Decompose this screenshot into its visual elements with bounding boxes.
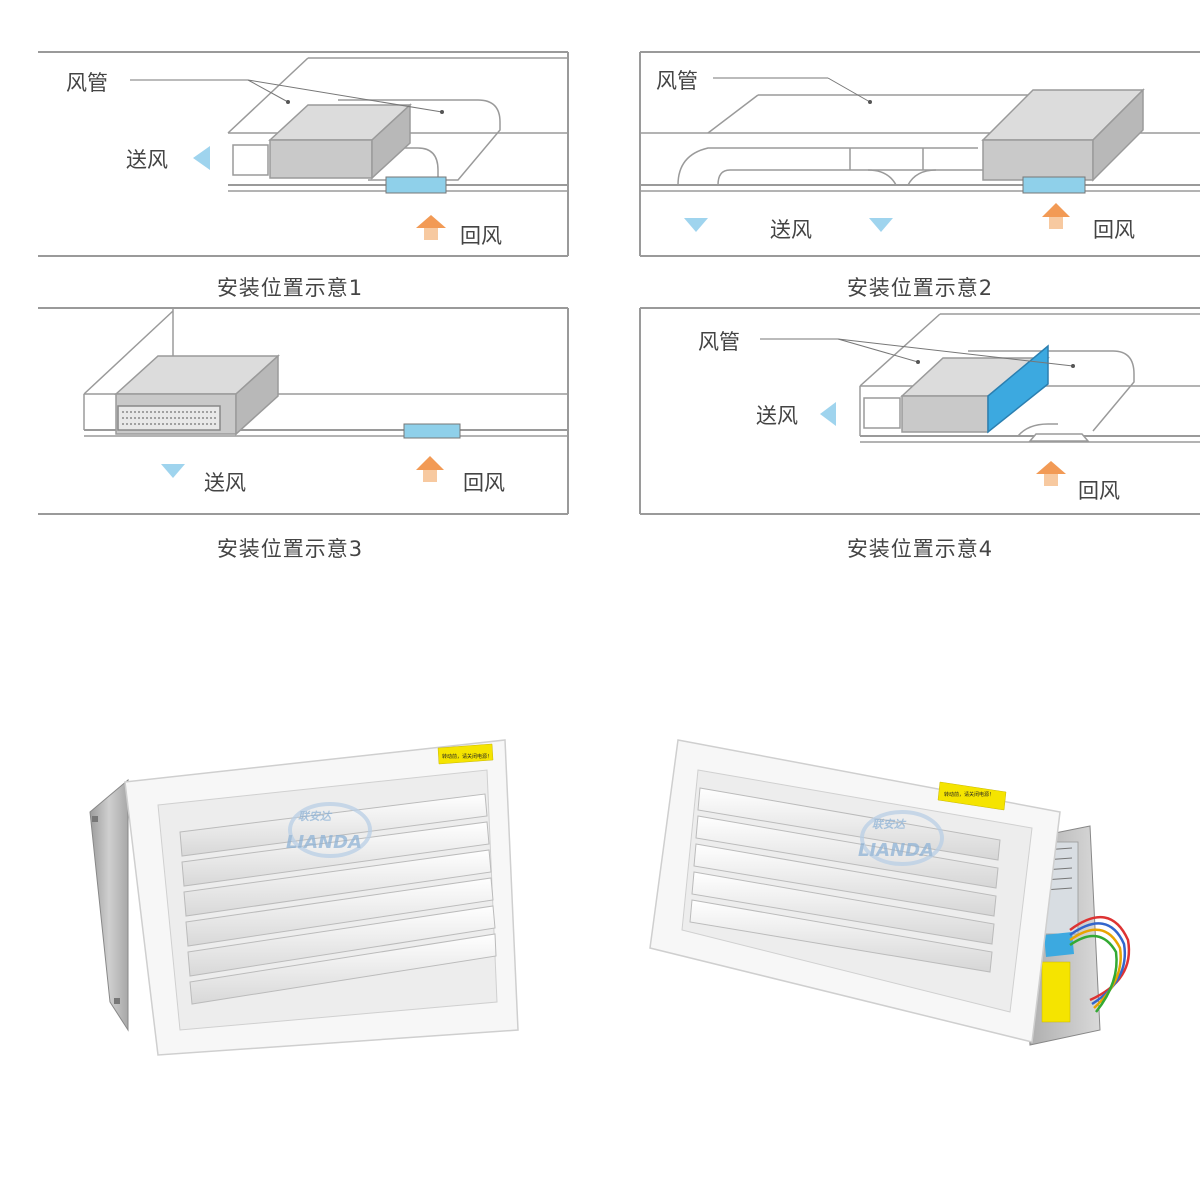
caption-3: 安装位置示意3 <box>216 537 364 561</box>
product-photo-right: 转动前，请关闭电源！ 联安达 LIANDA <box>640 730 1160 1064</box>
duct-label: 风管 <box>698 330 740 354</box>
logo-en: LIANDA <box>286 832 362 853</box>
return-label: 回风 <box>1078 479 1120 503</box>
supply-arrow-icon <box>193 146 210 170</box>
brand-logo: 联安达 LIANDA <box>858 810 944 866</box>
diagram-2-drawing: 风管 送风 回风 <box>639 51 1200 257</box>
logo-cn: 联安达 <box>298 810 333 823</box>
caption-1: 安装位置示意1 <box>216 276 364 300</box>
diagram-2: 风管 送风 回风 <box>638 50 1200 260</box>
caption-2: 安装位置示意2 <box>846 276 994 300</box>
product-photo-left: 转动前，请关闭电源！ 联安达 LIANDA <box>80 730 520 1064</box>
return-label: 回风 <box>460 224 502 248</box>
diagram-4-drawing: 风管 送风 回风 <box>639 307 1200 515</box>
grille-left-image: 转动前，请关闭电源！ 联安达 LIANDA <box>89 739 519 1056</box>
supply-label: 送风 <box>770 218 812 242</box>
diagram-3: 送风 回风 <box>38 306 573 518</box>
supply-grille <box>117 405 221 431</box>
supply-arrow-icon <box>161 464 185 478</box>
warning-label: 转动前，请关闭电源！ <box>937 781 1007 811</box>
louver-slats <box>689 787 1001 973</box>
supply-arrow-icon <box>869 218 893 232</box>
return-label: 回风 <box>463 471 505 495</box>
diagram-3-drawing: 送风 回风 <box>38 307 569 515</box>
diagram-1-drawing: 风管 送风 回风 <box>38 51 569 257</box>
supply-label: 送风 <box>756 404 798 428</box>
diagram-1: 风管 送风 回风 <box>38 50 573 260</box>
warning-label: 转动前，请关闭电源！ <box>437 743 494 765</box>
grille-right-image: 转动前，请关闭电源！ 联安达 LIANDA <box>649 739 1131 1046</box>
warning-text: 转动前，请关闭电源！ <box>944 791 994 798</box>
supply-arrow-icon <box>820 402 836 426</box>
duct-label: 风管 <box>66 71 108 95</box>
return-arrow-icon <box>416 456 444 482</box>
diagram-4: 风管 送风 回风 <box>638 306 1200 518</box>
supply-label: 送风 <box>126 148 168 172</box>
supply-arrow-icon <box>684 218 708 232</box>
caption-4: 安装位置示意4 <box>846 537 994 561</box>
duct-label: 风管 <box>656 69 698 93</box>
return-arrow-icon <box>1036 461 1066 486</box>
return-label: 回风 <box>1093 218 1135 242</box>
brand-logo: 联安达 LIANDA <box>286 802 372 858</box>
power-wires <box>1069 915 1131 1013</box>
logo-cn: 联安达 <box>872 818 907 831</box>
logo-en: LIANDA <box>858 840 934 861</box>
supply-label: 送风 <box>204 471 246 495</box>
return-arrow-icon <box>416 215 446 240</box>
return-arrow-icon <box>1042 203 1070 229</box>
warning-text: 转动前，请关闭电源！ <box>442 753 492 760</box>
